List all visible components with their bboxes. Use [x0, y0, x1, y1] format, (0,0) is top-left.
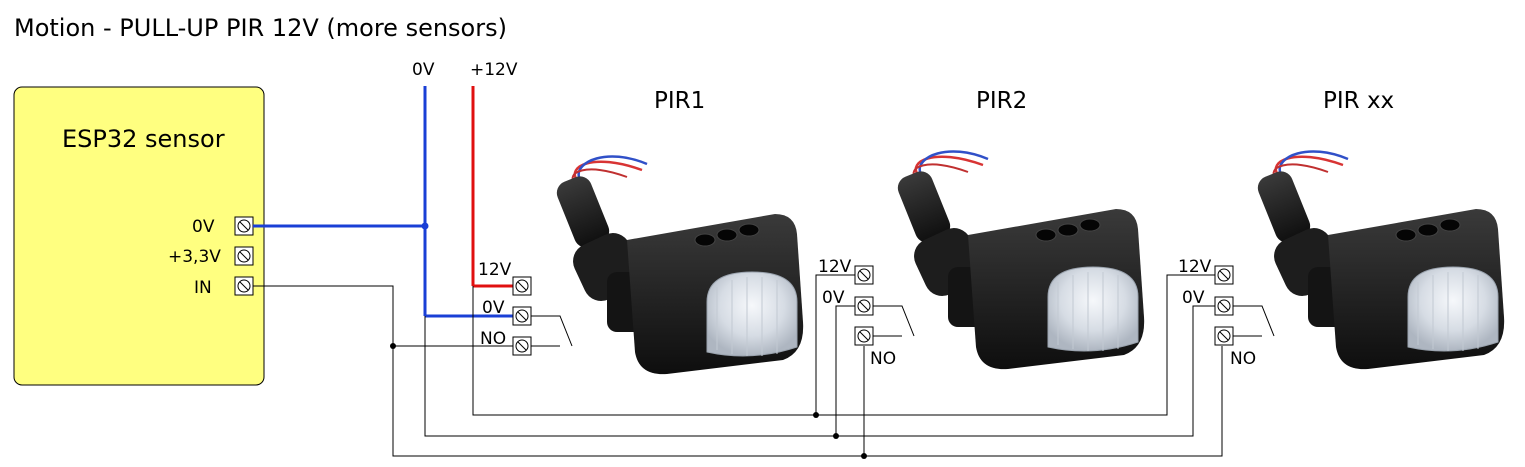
terminal-screw-icon — [854, 326, 874, 346]
page-title: Motion - PULL-UP PIR 12V (more sensors) — [14, 14, 507, 42]
sensor-name-pir2: PIR2 — [976, 88, 1027, 114]
terminal-screw-icon — [234, 276, 254, 296]
pir2-terminals: 12V 0V NO — [818, 257, 896, 369]
pir2-photo — [888, 117, 1153, 382]
terminal-screw-icon — [512, 336, 532, 356]
wiring — [253, 86, 1275, 459]
rail-12v-label: +12V — [470, 60, 518, 80]
terminal-screw-icon — [1214, 296, 1234, 316]
pir1-photo — [547, 122, 809, 384]
terminal-label-no: NO — [480, 329, 506, 349]
esp32-pin-0v-label: 0V — [192, 217, 215, 237]
pirxx-photo — [1248, 117, 1516, 382]
terminal-screw-icon — [512, 306, 532, 326]
esp32-pin-3v3-label: +3,3V — [168, 247, 221, 267]
pir1-terminals: 12V 0V NO — [478, 260, 532, 356]
terminal-screw-icon — [854, 296, 874, 316]
terminal-label-no: NO — [1230, 349, 1256, 369]
terminal-screw-icon — [1214, 326, 1234, 346]
terminal-label-0v: 0V — [482, 298, 505, 318]
sensor-name-pirxx: PIR xx — [1323, 88, 1394, 114]
esp32-module: ESP32 sensor 0V +3,3V IN — [13, 86, 265, 386]
esp32-pin-in-label: IN — [194, 278, 212, 298]
switch-icon — [873, 305, 915, 337]
terminal-screw-icon — [1214, 265, 1234, 285]
terminal-label-no: NO — [870, 349, 896, 369]
terminal-label-0v: 0V — [822, 288, 845, 308]
sensor-name-pir1: PIR1 — [654, 88, 705, 114]
terminal-label-12v: 12V — [1178, 257, 1212, 277]
terminal-screw-icon — [854, 265, 874, 285]
pirxx-terminals: 12V 0V NO — [1178, 257, 1256, 369]
terminal-label-0v: 0V — [1182, 288, 1205, 308]
junction-dot — [421, 222, 429, 230]
terminal-label-12v: 12V — [818, 257, 852, 277]
terminal-screw-icon — [512, 276, 532, 296]
terminal-screw-icon — [234, 216, 254, 236]
switch-icon — [531, 315, 573, 347]
rail-0v-label: 0V — [412, 60, 435, 80]
switch-icon — [1233, 305, 1275, 337]
esp32-label: ESP32 sensor — [62, 125, 225, 153]
terminal-screw-icon — [234, 246, 254, 266]
terminal-label-12v: 12V — [478, 260, 512, 280]
